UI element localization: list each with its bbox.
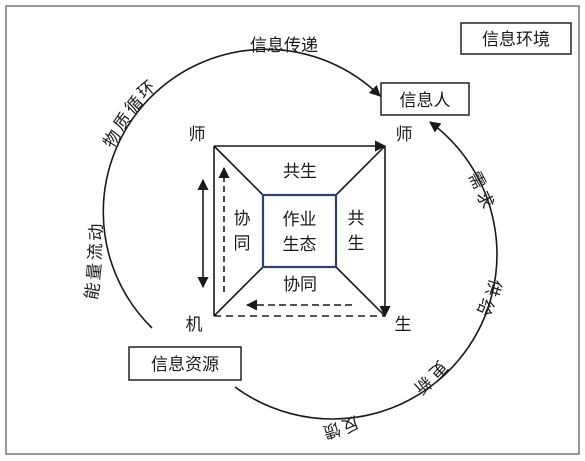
- arc-label-supply: 供 给: [472, 276, 505, 318]
- info-resource-label: 信息资源: [151, 355, 219, 375]
- trapezoid-bottom-label: 协同: [283, 275, 317, 295]
- right-cycle-arc: [234, 121, 498, 420]
- left-cycle-arc: [102, 48, 381, 329]
- svg-text:反: 反: [338, 411, 361, 436]
- corner-machine: 机: [186, 315, 203, 335]
- trapezoid-left-label-2: 同: [234, 234, 251, 254]
- arc-label-energy-flow: 能 量 流 动: [82, 223, 108, 301]
- arc-label-feedback: 反 馈: [320, 411, 361, 442]
- arc-label-info-transfer: 信息传递: [250, 36, 318, 56]
- trapezoid-top-label: 共生: [283, 162, 317, 182]
- info-environment-label: 信息环境: [482, 30, 550, 50]
- info-person-label: 信息人: [400, 91, 451, 111]
- corner-teacher-right: 师: [396, 125, 413, 145]
- ecosystem-square: [213, 140, 391, 318]
- trapezoid-right-label-1: 共: [348, 209, 365, 229]
- svg-text:给: 给: [472, 295, 497, 319]
- svg-text:供: 供: [481, 276, 505, 298]
- info-environment-box: 信息环境: [460, 22, 572, 55]
- corner-student: 生: [395, 315, 412, 335]
- info-resource-box: 信息资源: [128, 346, 242, 381]
- info-person-box: 信息人: [380, 82, 470, 116]
- corner-teacher-left: 师: [189, 125, 206, 145]
- svg-text:能: 能: [82, 281, 105, 301]
- trapezoid-left-label-1: 协: [234, 209, 251, 229]
- svg-text:馈: 馈: [320, 418, 342, 442]
- center-ecosystem-box: 作业 生态: [261, 193, 338, 269]
- svg-text:求: 求: [472, 188, 497, 212]
- svg-text:量: 量: [84, 262, 106, 281]
- svg-text:流: 流: [86, 243, 107, 261]
- center-line-2: 生态: [283, 235, 317, 255]
- trapezoid-right-label-2: 生: [348, 234, 365, 254]
- center-line-1: 作业: [283, 210, 317, 230]
- svg-text:动: 动: [87, 223, 108, 241]
